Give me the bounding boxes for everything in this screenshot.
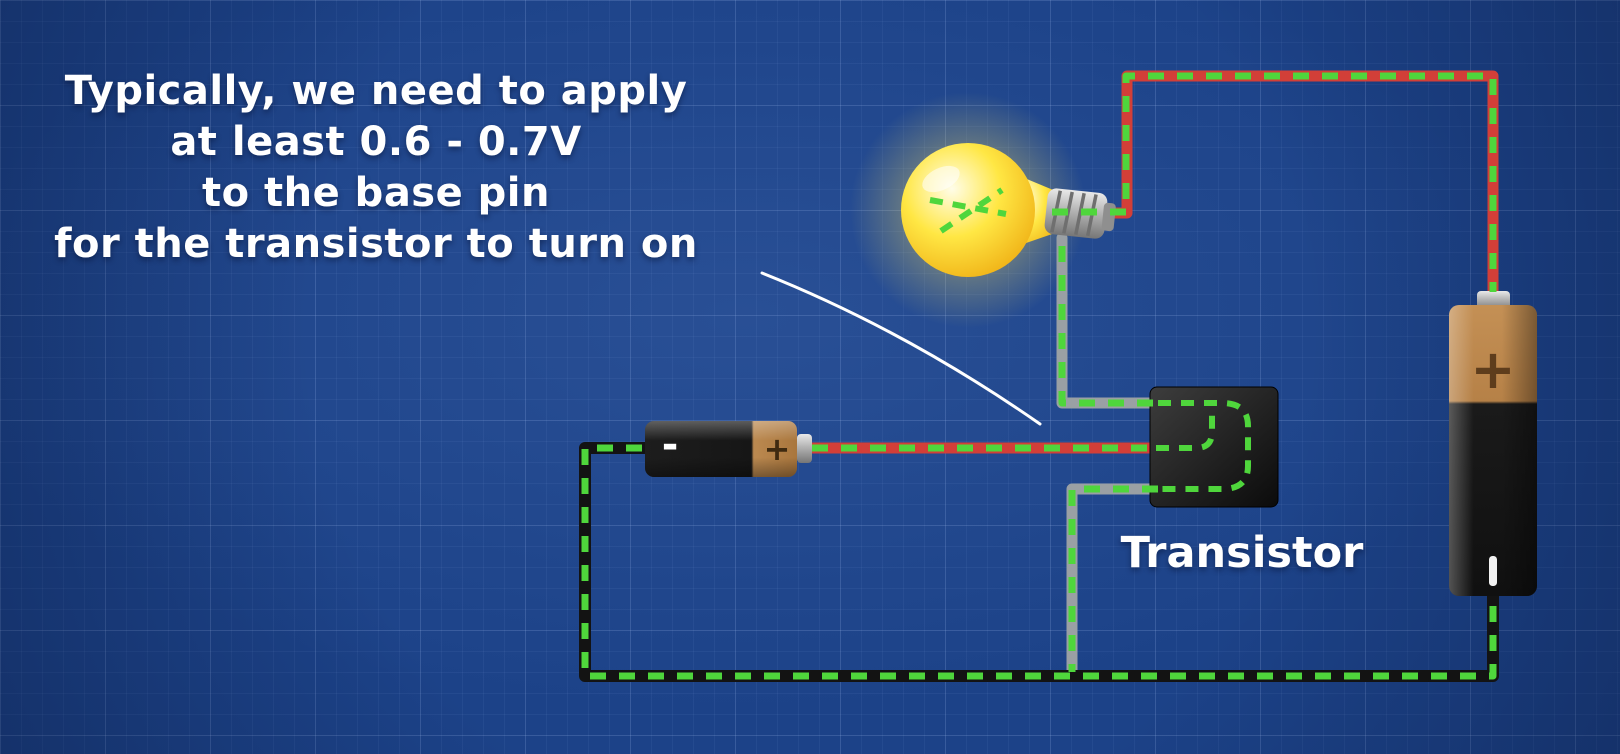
caption-line-4: for the transistor to turn on (54, 221, 698, 267)
bulb-highlight (922, 165, 960, 193)
pointer-line (760, 271, 1042, 426)
main-battery (1449, 291, 1537, 596)
wire-emitter (1066, 483, 1166, 682)
wire-collector (1056, 232, 1166, 409)
transistor-internal-path (1158, 400, 1251, 492)
caption-line-1: Typically, we need to apply (64, 68, 688, 114)
main-battery-plus-sign: + (1470, 338, 1516, 401)
caption-line-2: at least 0.6 - 0.7V (170, 119, 582, 165)
small-battery-plus-sign: + (763, 430, 791, 468)
transistor-base-path (1156, 412, 1215, 451)
small-battery-terminal (797, 434, 812, 463)
small-battery-minus-sign: - (661, 422, 679, 468)
caption-text: Typically, we need to apply at least 0.6… (20, 66, 732, 270)
small-battery (645, 421, 812, 477)
caption-line-3: to the base pin (202, 170, 550, 216)
transistor-label: Transistor (1120, 528, 1364, 578)
wire-bulb-to-main-battery (1094, 70, 1499, 306)
bulb-filament-dash (939, 187, 1004, 234)
current-flow-dashes (581, 72, 1497, 680)
bulb-filament-dash (929, 197, 1007, 217)
main-battery-minus-mark (1489, 556, 1497, 586)
